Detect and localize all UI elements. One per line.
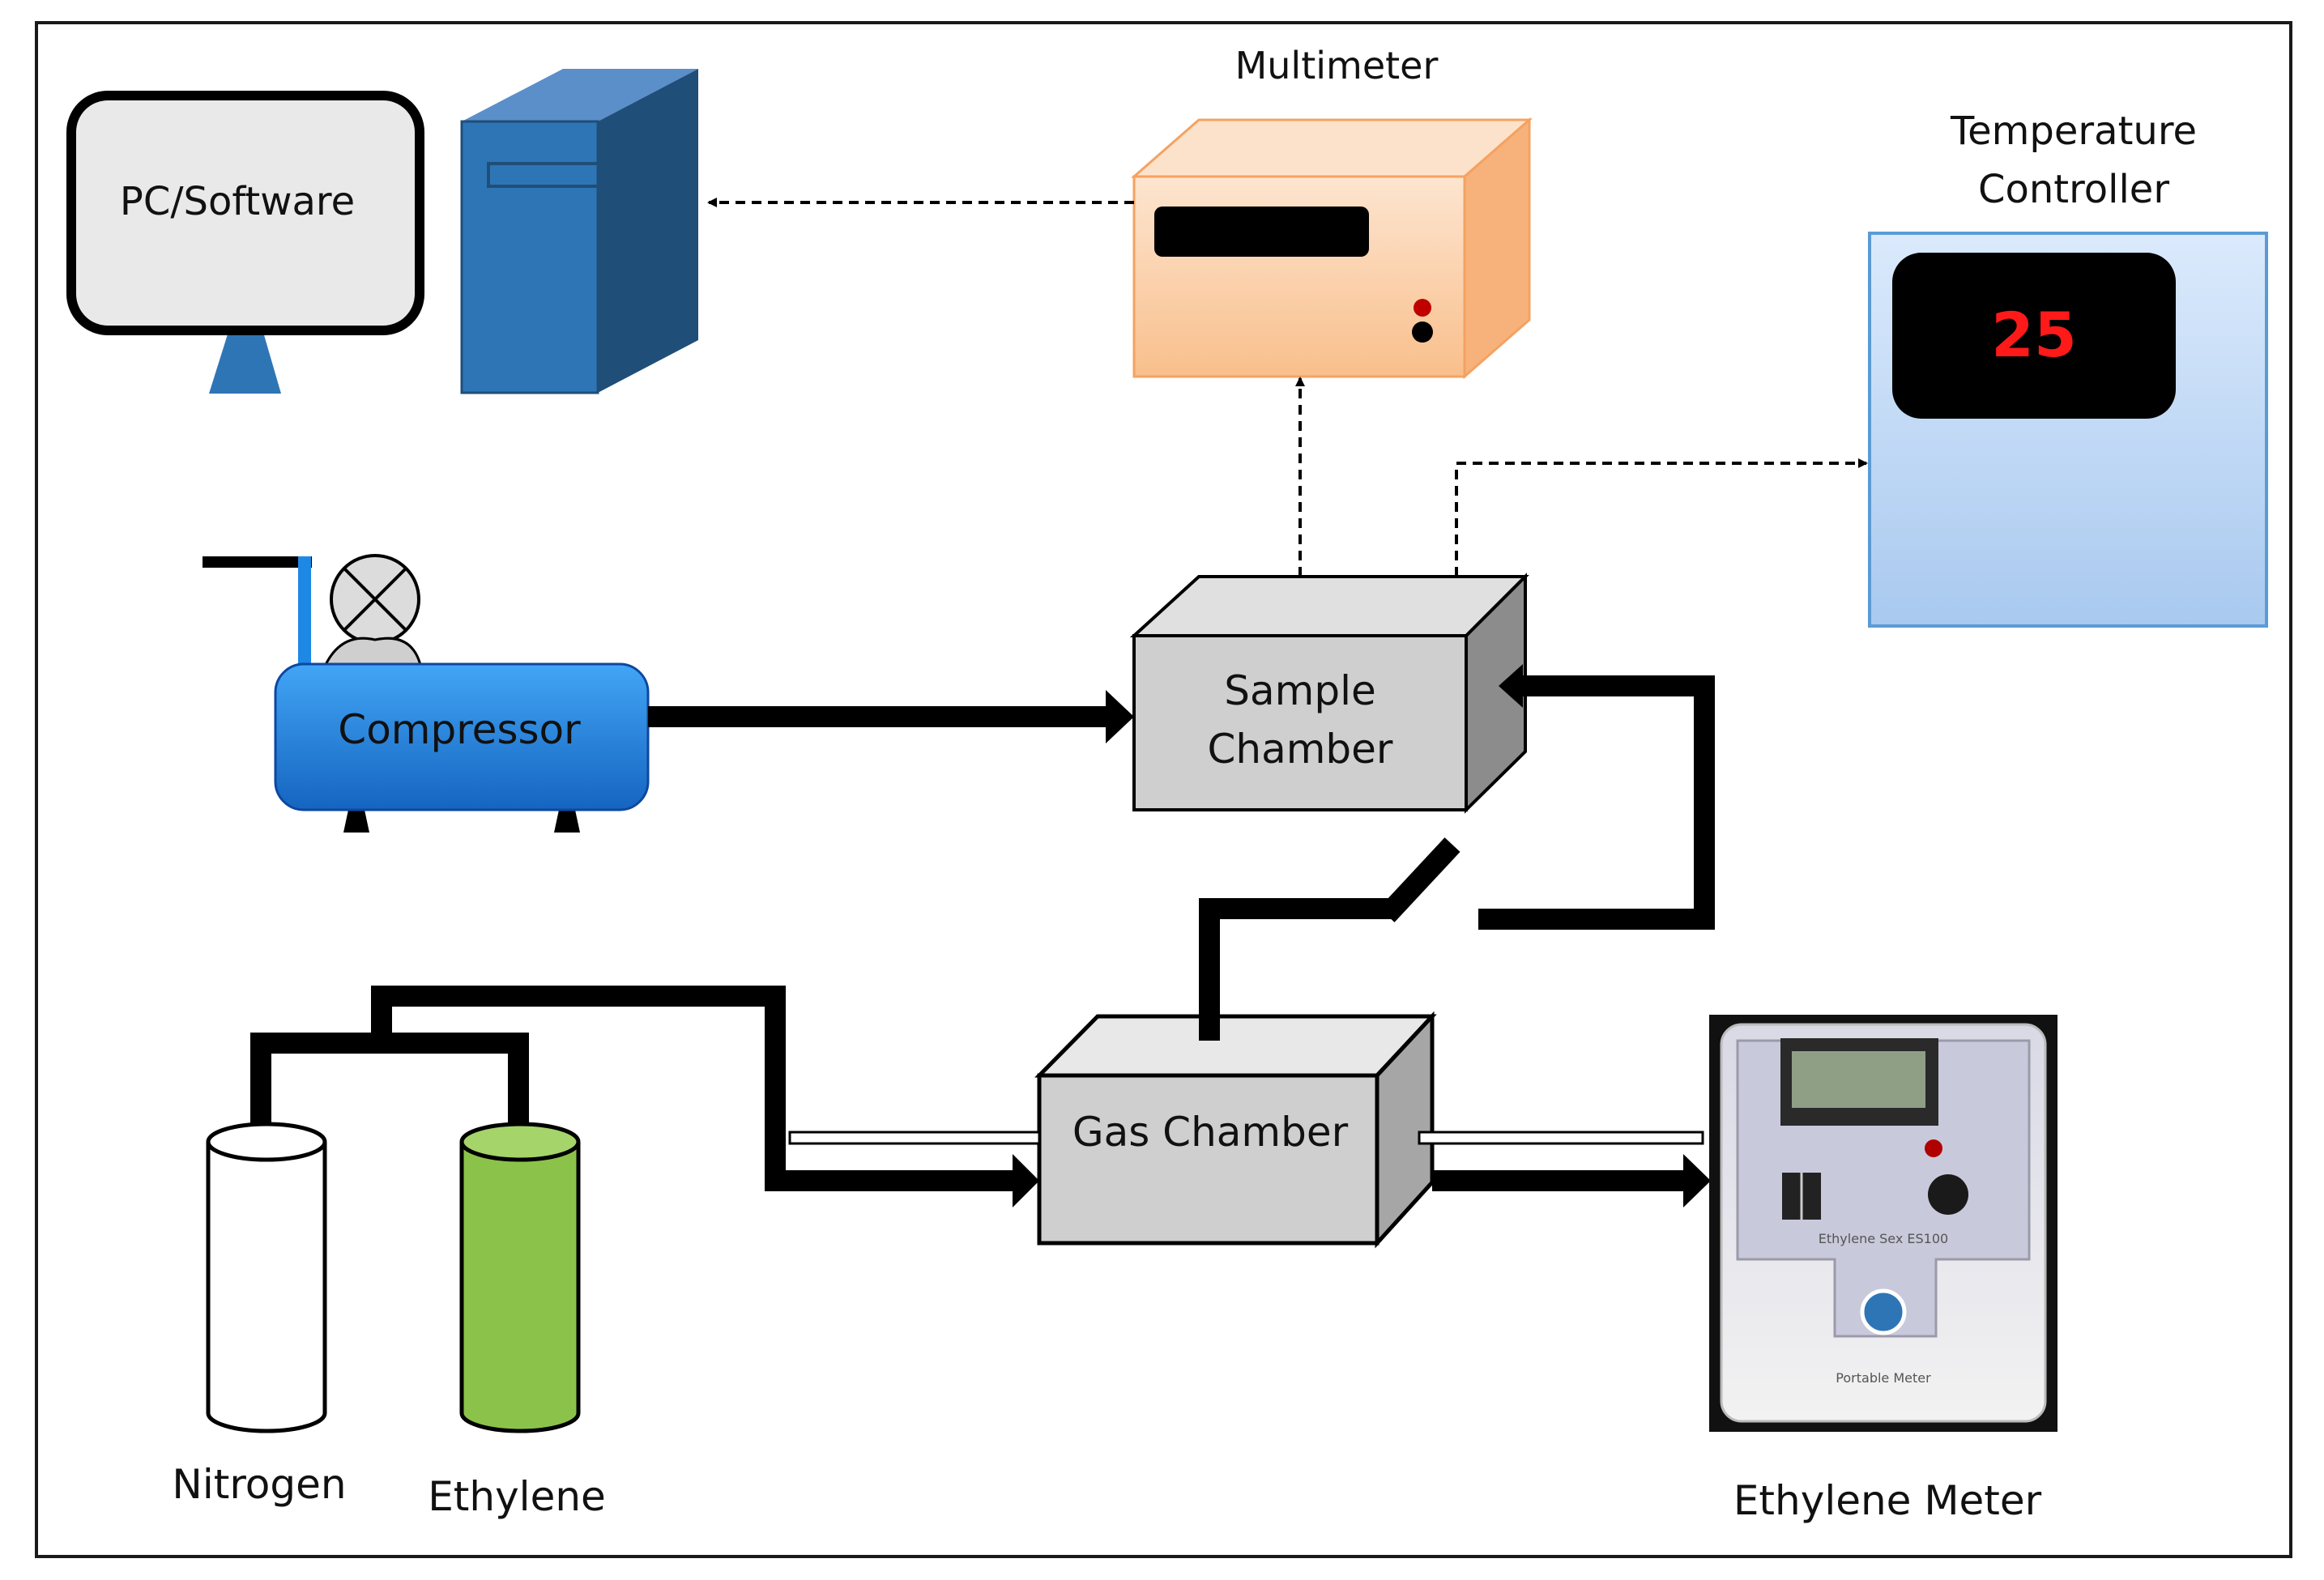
ethylene-meter-device: Ethylene Sex ES100 Portable Meter xyxy=(1709,1015,2057,1432)
temp-display-value: 25 xyxy=(1991,299,2077,371)
pipe-gas-to-valve xyxy=(1199,898,1392,1041)
meter-footer-label: Portable Meter xyxy=(1836,1370,1931,1386)
signal-lines xyxy=(707,198,1868,577)
drive-bay xyxy=(487,162,603,188)
ethylene-label: Ethylene xyxy=(428,1473,606,1520)
ethylene-meter-label: Ethylene Meter xyxy=(1733,1477,2042,1524)
arrowhead-into-gas xyxy=(1013,1154,1039,1207)
temp-controller-box: 25 xyxy=(1868,232,2268,628)
sample-chamber-label-line2: Chamber xyxy=(1207,726,1392,773)
sample-chamber: Sample Chamber xyxy=(1129,573,1529,814)
temp-controller-label-line2: Controller xyxy=(1978,167,2169,212)
monitor-screen xyxy=(66,91,424,335)
multimeter-display xyxy=(1154,207,1369,257)
pipes xyxy=(250,675,1715,1191)
sample-chamber-label-line1: Sample xyxy=(1224,667,1375,714)
multimeter-label: Multimeter xyxy=(1235,44,1439,87)
gas-chamber: Gas Chamber xyxy=(1034,1011,1437,1249)
temp-controller-label-line1: Temperature xyxy=(1950,109,2197,154)
thin-tubes xyxy=(788,1131,1704,1145)
meter-logo xyxy=(1860,1288,1907,1335)
multimeter-knob-red xyxy=(1414,299,1431,317)
temp-display xyxy=(1892,253,2176,419)
valve-switch xyxy=(1379,837,1460,922)
pc-monitor: PC/Software xyxy=(66,91,424,394)
tube-out-gas xyxy=(1418,1131,1704,1145)
pipe-return-to-sample xyxy=(1478,675,1715,930)
tube-into-gas xyxy=(788,1131,1041,1145)
meter-model-label: Ethylene Sex ES100 xyxy=(1819,1231,1948,1246)
monitor-stand xyxy=(209,324,281,394)
gas-chamber-label: Gas Chamber xyxy=(1072,1109,1349,1156)
meter-knob xyxy=(1928,1174,1968,1215)
compressor: Compressor xyxy=(203,554,650,833)
meter-led xyxy=(1925,1139,1942,1157)
pc-label: PC/Software xyxy=(120,179,355,224)
pipe-arrowheads xyxy=(1013,664,1711,1207)
multimeter-box xyxy=(1131,117,1533,380)
nitrogen-cylinder xyxy=(206,1122,327,1433)
arrowhead-into-meter xyxy=(1683,1154,1711,1207)
nitrogen-label: Nitrogen xyxy=(172,1461,346,1508)
signal-sample-to-temp xyxy=(1455,458,1868,577)
pipe-manifold-to-gas xyxy=(371,986,1013,1191)
multimeter-knob-black xyxy=(1412,322,1433,343)
arrowhead-into-sample xyxy=(1106,690,1134,743)
ethylene-cylinder xyxy=(459,1122,581,1433)
arrowhead-return-sample xyxy=(1499,664,1523,708)
compressor-label: Compressor xyxy=(338,706,581,753)
pc-tower xyxy=(460,69,698,394)
